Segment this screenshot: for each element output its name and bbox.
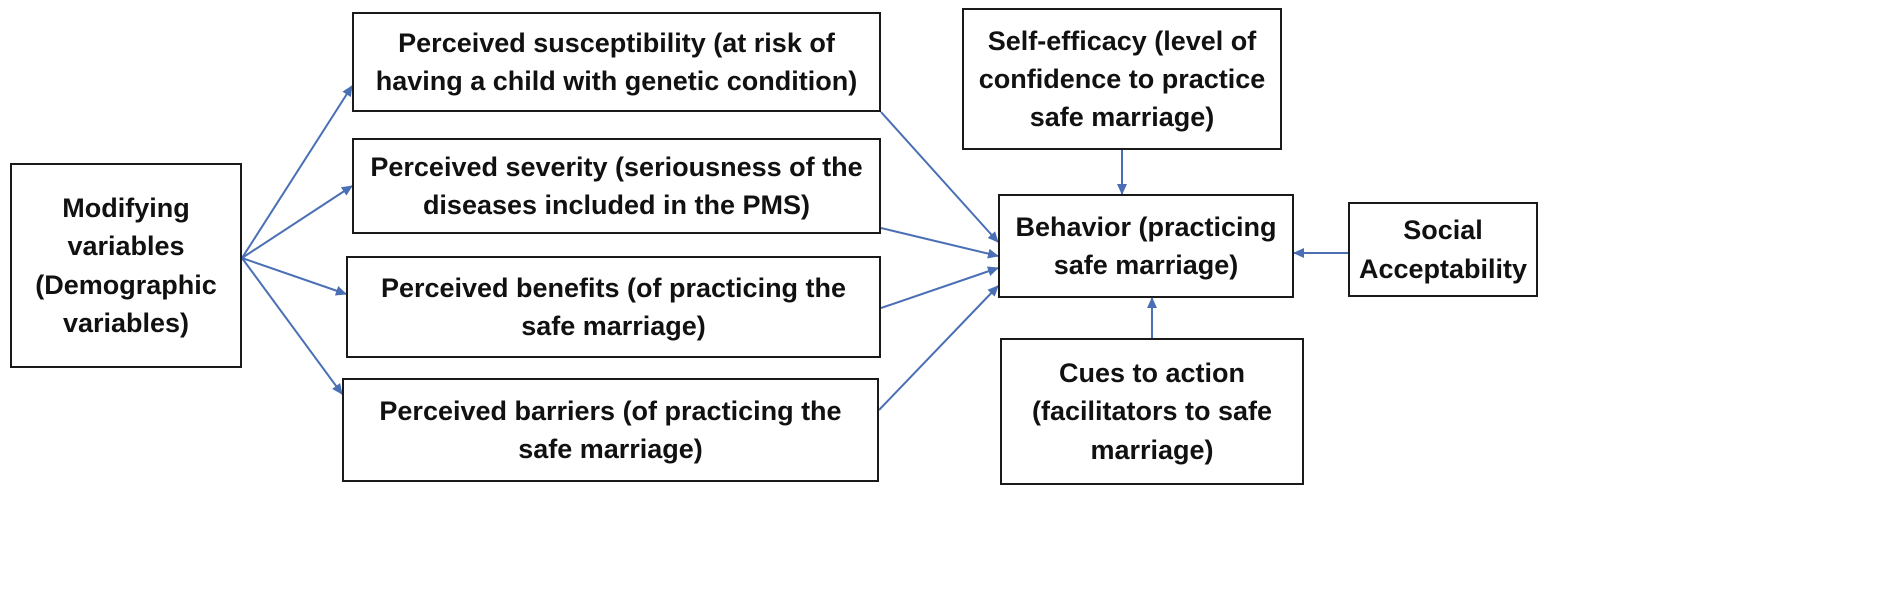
arrow-modifying-to-benefits: [241, 257, 347, 296]
self-efficacy-label: Self-efficacy (level of confidence to pr…: [978, 25, 1266, 133]
arrow-severity-to-behavior: [880, 227, 999, 259]
self-efficacy-box: Self-efficacy (level of confidence to pr…: [962, 8, 1282, 150]
perceived-susceptibility-box: Perceived susceptibility (at risk of hav…: [352, 12, 881, 112]
social-acceptability-label: Social Acceptability: [1358, 215, 1528, 284]
perceived-susceptibility-label: Perceived susceptibility (at risk of hav…: [375, 27, 858, 96]
arrow-barriers-to-behavior: [878, 285, 999, 411]
arrow-susceptibility-to-behavior: [880, 111, 999, 243]
arrow-modifying-to-susceptibility: [241, 85, 353, 259]
perceived-severity-box: Perceived severity (seriousness of the d…: [352, 138, 881, 234]
perceived-severity-label: Perceived severity (seriousness of the d…: [370, 151, 863, 220]
perceived-benefits-label: Perceived benefits (of practicing the sa…: [380, 272, 847, 341]
social-acceptability-box: Social Acceptability: [1348, 202, 1538, 297]
arrow-modifying-to-severity: [241, 185, 353, 259]
arrow-benefits-to-behavior: [880, 266, 999, 309]
modifying-variables-label: Modifying variables (Demographic variabl…: [35, 192, 217, 338]
perceived-benefits-box: Perceived benefits (of practicing the sa…: [346, 256, 881, 358]
cues-to-action-box: Cues to action (facilitators to safe mar…: [1000, 338, 1304, 485]
behavior-box: Behavior (practicing safe marriage): [998, 194, 1294, 298]
cues-to-action-label: Cues to action (facilitators to safe mar…: [1031, 358, 1273, 465]
behavior-label: Behavior (practicing safe marriage): [1015, 211, 1277, 280]
perceived-barriers-box: Perceived barriers (of practicing the sa…: [342, 378, 879, 482]
arrow-modifying-to-barriers: [241, 257, 343, 395]
perceived-barriers-label: Perceived barriers (of practicing the sa…: [379, 395, 842, 464]
modifying-variables-box: Modifying variables (Demographic variabl…: [10, 163, 242, 368]
